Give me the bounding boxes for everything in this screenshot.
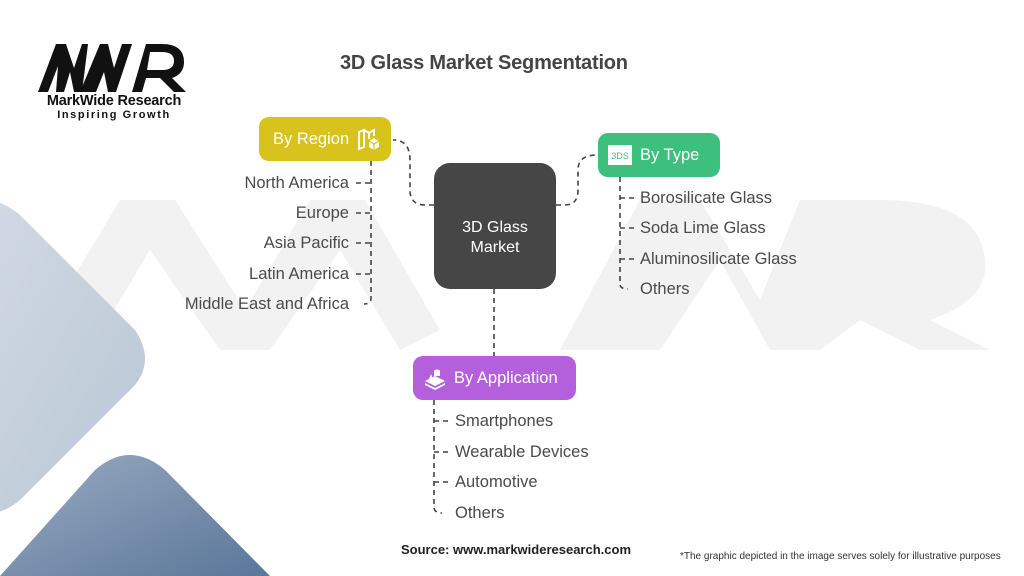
region-item: Asia Pacific (263, 234, 349, 252)
application-item: Automotive (455, 473, 538, 491)
mwr-logo-icon (38, 44, 186, 92)
watermark-logo (30, 200, 990, 350)
region-item: Europe (295, 204, 349, 222)
type-item: Soda Lime Glass (640, 219, 766, 237)
center-title-line1: 3D Glass (462, 219, 528, 236)
segment-by-type: 3DS By Type (598, 133, 720, 177)
markwide-logo: MarkWide Research Inspiring Growth (34, 38, 194, 122)
region-item: Middle East and Africa (184, 295, 349, 313)
segment-by-region: By Region (259, 117, 391, 161)
page-title: 3D Glass Market Segmentation (340, 52, 628, 74)
segment-label-type: By Type (640, 145, 700, 164)
type-item: Others (640, 280, 690, 298)
type-item: Aluminosilicate Glass (640, 250, 797, 268)
svg-text:3DS: 3DS (611, 151, 629, 161)
region-item: North America (244, 174, 349, 192)
3ds-icon: 3DS (608, 145, 632, 165)
type-item: Borosilicate Glass (640, 189, 773, 207)
center-node: 3D Glass Market (434, 163, 556, 289)
segment-label-application: By Application (454, 368, 558, 387)
application-item: Wearable Devices (455, 443, 589, 461)
source-note: Source: www.markwideresearch.com (401, 542, 632, 557)
application-item: Smartphones (455, 412, 554, 430)
layers-stack-icon (425, 369, 445, 390)
logo-name: MarkWide Research (46, 93, 182, 109)
logo-tagline: Inspiring Growth (57, 109, 171, 121)
disclaimer-note: *The graphic depicted in the image serve… (680, 551, 1001, 562)
segment-by-application: By Application (413, 356, 576, 400)
application-item: Others (455, 504, 505, 522)
region-item: Latin America (249, 265, 349, 283)
center-title-line2: Market (470, 239, 520, 256)
map-cube-icon (358, 128, 380, 151)
segment-label-region: By Region (273, 129, 350, 148)
